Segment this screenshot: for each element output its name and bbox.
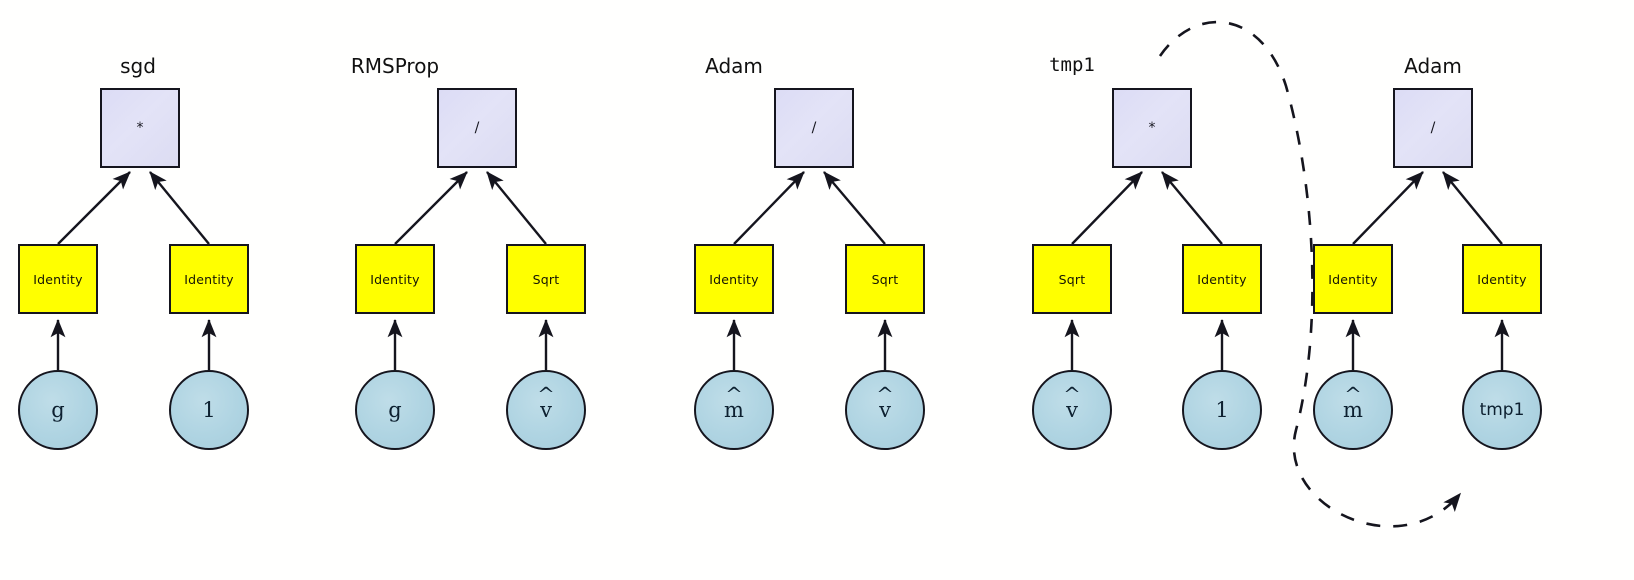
rmsprop-fn-box-left[interactable]: Identity (355, 244, 435, 314)
tree-edges (50, 171, 1510, 370)
tmp1-fn-box-right[interactable]: Identity (1182, 244, 1262, 314)
rmsprop-fn-box-right[interactable]: Sqrt (506, 244, 586, 314)
sgd-op-box[interactable]: * (100, 88, 180, 168)
adam-2-var-circle-tmp1[interactable]: tmp1 (1462, 370, 1542, 450)
rmsprop-var-circle-vhat[interactable]: v (506, 370, 586, 450)
fn-label: Identity (1328, 271, 1378, 287)
op-glyph: / (474, 120, 480, 136)
var-label: 1 (1215, 398, 1229, 422)
sgd-var-circle-one[interactable]: 1 (169, 370, 249, 450)
tmp1-var-circle-vhat[interactable]: v (1032, 370, 1112, 450)
group-title-tmp1: tmp1 (1049, 54, 1095, 76)
tmp1-op-box[interactable]: * (1112, 88, 1192, 168)
rmsprop-op-box[interactable]: / (437, 88, 517, 168)
group-title-adam-1: Adam (705, 54, 763, 78)
var-label: m (724, 399, 744, 421)
group-title-sgd: sgd (120, 54, 156, 78)
var-label: v (1066, 399, 1078, 421)
adam-1-fn-box-right[interactable]: Sqrt (845, 244, 925, 314)
fn-label: Sqrt (532, 271, 560, 287)
var-label: tmp1 (1479, 400, 1525, 420)
adam-1-op-box[interactable]: / (774, 88, 854, 168)
adam-2-fn-box-left[interactable]: Identity (1313, 244, 1393, 314)
adam-1-var-circle-vhat[interactable]: v (845, 370, 925, 450)
op-glyph: / (1430, 120, 1436, 136)
sgd-var-circle-g[interactable]: g (18, 370, 98, 450)
op-glyph: * (1148, 120, 1156, 136)
adam-2-fn-box-right[interactable]: Identity (1462, 244, 1542, 314)
var-label: 1 (202, 398, 216, 422)
fn-label: Identity (184, 271, 234, 287)
group-title-rmsprop: RMSProp (350, 54, 440, 78)
adam-2-op-box[interactable]: / (1393, 88, 1473, 168)
tmp1-fn-box-left[interactable]: Sqrt (1032, 244, 1112, 314)
group-title-adam-2: Adam (1404, 54, 1462, 78)
var-label: g (51, 398, 65, 422)
tmp1-reference-arrow (1158, 20, 1462, 528)
sgd-fn-box-right[interactable]: Identity (169, 244, 249, 314)
fn-label: Identity (370, 271, 420, 287)
rmsprop-var-circle-g[interactable]: g (355, 370, 435, 450)
var-label: v (879, 399, 891, 421)
fn-label: Identity (709, 271, 759, 287)
fn-label: Sqrt (1058, 271, 1086, 287)
op-glyph: / (811, 120, 817, 136)
fn-label: Identity (1477, 271, 1527, 287)
adam-1-var-circle-mhat[interactable]: m (694, 370, 774, 450)
var-label: g (388, 398, 402, 422)
tmp1-var-circle-one[interactable]: 1 (1182, 370, 1262, 450)
var-label: m (1343, 399, 1363, 421)
fn-label: Identity (1197, 271, 1247, 287)
fn-label: Identity (33, 271, 83, 287)
op-glyph: * (136, 120, 144, 136)
adam-2-var-circle-mhat[interactable]: m (1313, 370, 1393, 450)
fn-label: Sqrt (871, 271, 899, 287)
var-label: v (540, 399, 552, 421)
sgd-fn-box-left[interactable]: Identity (18, 244, 98, 314)
adam-1-fn-box-left[interactable]: Identity (694, 244, 774, 314)
